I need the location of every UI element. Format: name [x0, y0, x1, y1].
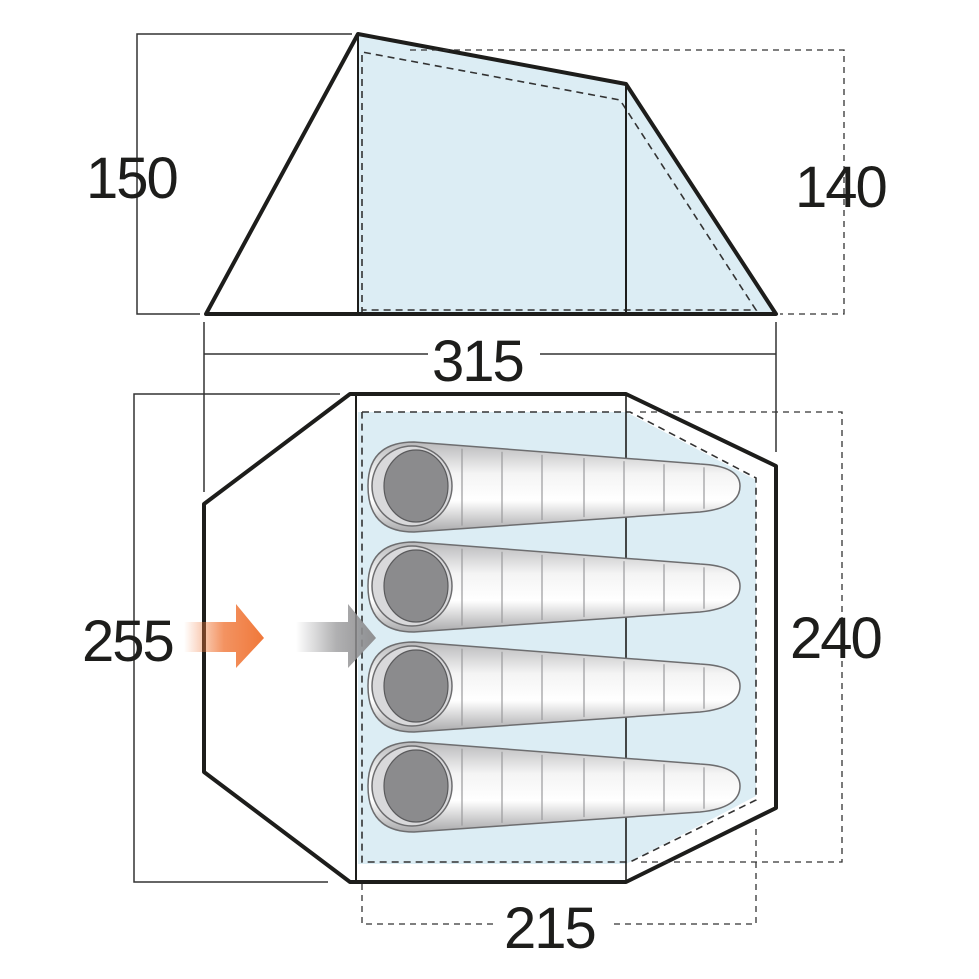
dim-255-label: 255 [82, 609, 173, 674]
dim-240-bracket [640, 411, 843, 863]
sleeping-bag-icon [367, 441, 741, 533]
dim-140-label: 140 [795, 155, 886, 220]
dim-140-bracket [410, 49, 845, 315]
dim-150-bracket [136, 33, 352, 315]
dim-150-label: 150 [86, 146, 177, 211]
floor-outline [202, 392, 778, 884]
side-elevation: 150 140 [86, 32, 888, 316]
sleeping-bag-icon [367, 541, 741, 633]
floor-plan: 255 240 215 [82, 392, 883, 961]
sleeping-bag-icon [367, 741, 741, 833]
dim-255-bracket [133, 393, 340, 883]
dim-215-bracket [361, 884, 498, 925]
dim-240-label: 240 [790, 606, 881, 671]
side-inner-tent [358, 36, 776, 314]
sleeping-bags [367, 441, 741, 833]
entry-arrow-icon [184, 604, 264, 668]
side-outline [204, 32, 778, 316]
dim-315-label: 315 [432, 329, 523, 394]
dim-215-label: 215 [504, 896, 595, 961]
floor-inner-dash [361, 411, 757, 863]
dim-315: 315 [203, 322, 777, 492]
side-inner-dash [361, 51, 758, 314]
inner-door-arrow-icon [296, 604, 376, 668]
sleeping-bag-icon [367, 641, 741, 733]
